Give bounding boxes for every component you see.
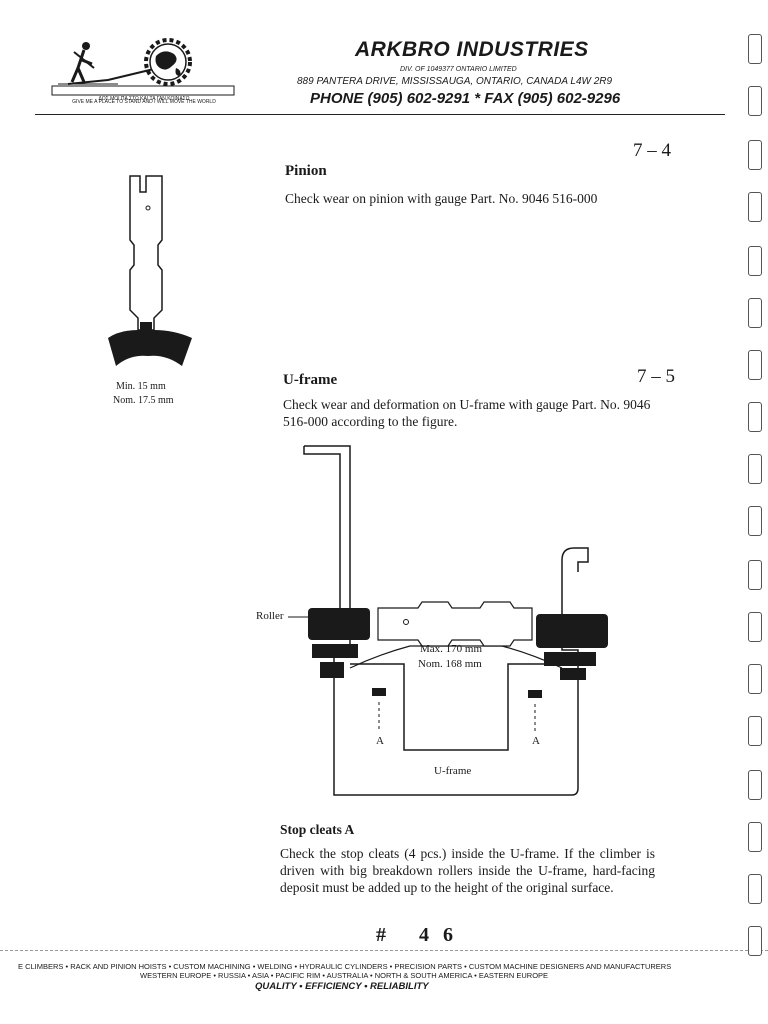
logo-greek-motto: ΔΟΣ ΜΟΙ ΠΑ ΣΤΩ ΚΑΙ ΤΑ ΓΑΝ ΚΟΙΝΑΣΩ	[98, 96, 190, 102]
nom-dimension-label: Nom. 168 mm	[418, 658, 482, 670]
header-divider	[35, 114, 725, 115]
binder-hole	[748, 86, 762, 116]
stop-cleat-label-left: A	[376, 735, 384, 747]
stop-cleat-label-right: A	[532, 735, 540, 747]
binder-hole	[748, 140, 762, 170]
stop-cleats-title: Stop cleats A	[280, 822, 355, 837]
page-number: # 46	[376, 924, 467, 946]
company-address: 889 PANTERA DRIVE, MISSISSAUGA, ONTARIO,…	[297, 76, 613, 87]
section-number: 7 – 5	[637, 366, 675, 387]
footer-divider	[0, 950, 768, 951]
company-name: ARKBRO INDUSTRIES	[355, 38, 589, 61]
max-dimension-label: Max. 170 mm	[420, 643, 483, 655]
binder-hole	[748, 770, 762, 800]
footer-regions: WESTERN EUROPE • RUSSIA • ASIA • PACIFIC…	[140, 971, 549, 980]
uframe-gauge-figure	[288, 445, 608, 796]
binder-hole	[748, 612, 762, 642]
binder-hole	[748, 350, 762, 380]
binder-hole	[748, 874, 762, 904]
company-phone: PHONE (905) 602-9291 * FAX (905) 602-929…	[310, 90, 621, 107]
pinion-min-label: Min. 15 mm	[116, 381, 166, 392]
section-title: U-frame	[283, 372, 338, 388]
footer-tagline: QUALITY • EFFICIENCY • RELIABILITY	[255, 981, 429, 992]
company-logo	[51, 38, 235, 96]
footer-services: E CLIMBERS • RACK AND PINION HOISTS • CU…	[18, 962, 672, 971]
binder-hole	[748, 402, 762, 432]
binder-hole	[748, 298, 762, 328]
binder-hole	[748, 454, 762, 484]
binder-hole	[748, 926, 762, 956]
binder-hole	[748, 822, 762, 852]
binder-hole	[748, 560, 762, 590]
section-text: Check wear and deformation on U-frame wi…	[283, 397, 651, 429]
binder-hole	[748, 246, 762, 276]
section-number: 7 – 4	[633, 140, 671, 161]
binder-hole	[748, 34, 762, 64]
logo-tagline: GIVE ME A PLACE TO STAND AND I WILL MOVE…	[72, 99, 216, 105]
section-text: Check wear on pinion with gauge Part. No…	[285, 191, 598, 206]
pinion-gauge-figure	[108, 175, 192, 366]
pinion-nom-label: Nom. 17.5 mm	[113, 395, 174, 406]
binder-hole	[748, 664, 762, 694]
uframe-label: U-frame	[434, 765, 472, 777]
section-title: Pinion	[285, 163, 327, 179]
company-division: DIV. OF 1049377 ONTARIO LIMITED	[400, 66, 517, 73]
stop-cleats-text: Check the stop cleats (4 pcs.) inside th…	[280, 846, 655, 895]
binder-hole	[748, 716, 762, 746]
binder-hole	[748, 506, 762, 536]
binder-hole	[748, 192, 762, 222]
roller-label: Roller	[256, 610, 284, 622]
